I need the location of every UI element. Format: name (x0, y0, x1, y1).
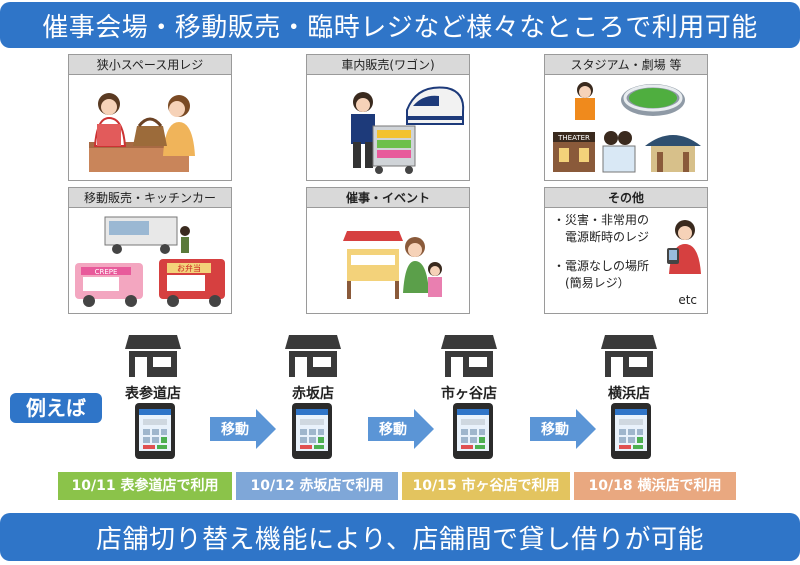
pos-terminal-icon (135, 403, 175, 459)
card-mobile-sales: 移動販売・キッチンカー CREPE お弁当 (68, 187, 232, 314)
top-banner: 催事会場・移動販売・臨時レジなど様々なところで利用可能 (0, 2, 800, 48)
card-title: 催事・イベント (307, 188, 469, 208)
example-label: 例えば (10, 393, 102, 423)
move-arrow-icon (210, 409, 276, 449)
move-label: 移動 (379, 422, 407, 438)
store-name-1: 表参道店 (125, 386, 181, 402)
other-line-1: ・災害・非常用の (553, 213, 650, 227)
store-name-3: 市ヶ谷店 (441, 386, 497, 402)
store-icon (285, 335, 341, 377)
card-title: 移動販売・キッチンカー (69, 188, 231, 208)
top-banner-title: 催事会場・移動販売・臨時レジなど様々なところで利用可能 (42, 12, 758, 43)
wagon-train-illustration (351, 86, 465, 174)
kitchen-car-illustration: CREPE お弁当 (75, 216, 225, 307)
card-title: スタジアム・劇場 等 (545, 55, 707, 75)
shop-counter-illustration (89, 93, 195, 172)
pos-terminal-icon (453, 403, 493, 459)
card-event: 催事・イベント (306, 187, 470, 314)
other-line-3: ・電源なしの場所 (553, 259, 650, 273)
store-name-4: 横浜店 (608, 386, 650, 402)
move-arrow-icon (368, 409, 434, 449)
move-arrow-icon (530, 409, 596, 449)
store-icon-3 (434, 333, 504, 379)
store-icon (441, 335, 497, 377)
theater-sign: THEATER (557, 134, 590, 142)
pos-terminal-icon (292, 403, 332, 459)
move-label: 移動 (221, 422, 249, 438)
card-title: その他 (545, 188, 707, 208)
store-icon (125, 335, 181, 377)
store-name-2: 赤坂店 (292, 386, 334, 402)
stadium-theater-illustration: THEATER (553, 82, 701, 173)
card-title: 車内販売(ワゴン) (307, 55, 469, 75)
card-title: 狭小スペース用レジ (69, 55, 231, 75)
pos-terminal-icon (611, 403, 651, 459)
usage-tag-4: 10/18 横浜店で利用 (574, 472, 736, 500)
usage-tag-2: 10/12 赤坂店で利用 (236, 472, 398, 500)
bottom-banner: 店舗切り替え機能により、店舗間で貸し借りが可能 (0, 513, 800, 561)
event-stall-illustration (343, 231, 442, 299)
other-etc: etc (678, 293, 697, 307)
card-narrow-space: 狭小スペース用レジ (68, 54, 232, 181)
card-stadium-theater: スタジアム・劇場 等 THEATER (544, 54, 708, 181)
store-icon-4 (594, 333, 664, 379)
bento-sign: お弁当 (177, 263, 201, 273)
bottom-banner-text: 店舗切り替え機能により、店舗間で貸し借りが可能 (96, 524, 704, 555)
card-wagon-sales: 車内販売(ワゴン) (306, 54, 470, 181)
store-icon-1 (118, 333, 188, 379)
cashier-woman-illustration (667, 220, 701, 274)
usage-tag-1: 10/11 表参道店で利用 (58, 472, 232, 500)
card-other: その他 ・災害・非常用の 電源断時のレジ ・電源なしの場所 (簡易レジ） etc (544, 187, 708, 314)
other-line-4: (簡易レジ） (553, 276, 630, 290)
store-icon-2 (278, 333, 348, 379)
other-line-2: 電源断時のレジ (553, 230, 650, 244)
store-icon (601, 335, 657, 377)
crepe-sign: CREPE (95, 268, 118, 276)
move-label: 移動 (541, 422, 569, 438)
usage-tag-3: 10/15 市ヶ谷店で利用 (402, 472, 570, 500)
